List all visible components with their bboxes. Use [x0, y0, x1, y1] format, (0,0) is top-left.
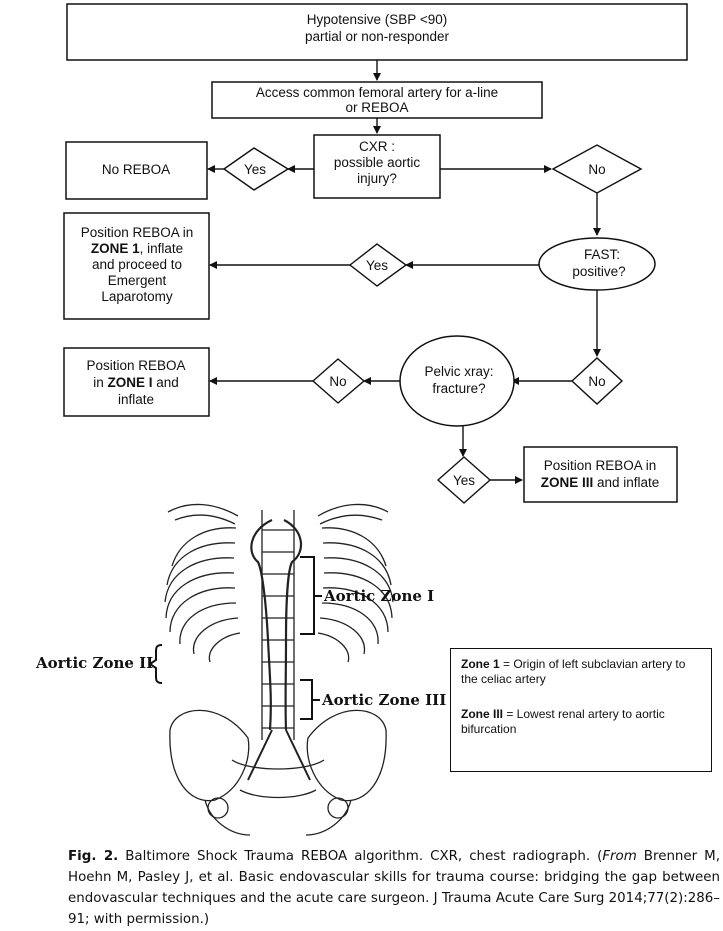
zone1-lap-line4: Emergent: [108, 273, 167, 288]
cxr-yes-diamond: Yes: [222, 147, 290, 191]
zone1-lap-line5: Laparotomy: [101, 289, 173, 304]
flow-connectors: [207, 60, 601, 484]
zone1-node: Position REBOA in ZONE I and inflate: [63, 347, 210, 417]
pelvic-yes-label: Yes: [453, 473, 475, 488]
fast-line2: positive?: [572, 264, 625, 279]
zone1-line2: in ZONE I and: [93, 375, 179, 390]
access-line2: or REBOA: [345, 100, 408, 115]
skeleton-aorta-illustration: [164, 503, 394, 836]
aortic-zone-2-label: Aortic Zone II: [35, 654, 153, 672]
pelvic-no-diamond: No: [311, 358, 366, 404]
pelvic-no-label: No: [329, 374, 346, 389]
fast-decision-node: FAST: positive?: [538, 237, 656, 291]
cxr-decision-node: CXR : possible aortic injury?: [313, 134, 441, 199]
cxr-yes-label: Yes: [244, 162, 266, 177]
legend-zone1: Zone 1 = Origin of left subclavian arter…: [461, 657, 686, 686]
access-femoral-node: Access common femoral artery for a-line …: [211, 81, 543, 119]
fast-no-label: No: [588, 374, 605, 389]
cxr-line2: possible aortic: [334, 155, 421, 170]
pelvic-yes-diamond: Yes: [436, 456, 492, 504]
no-reboa-text: No REBOA: [102, 162, 170, 177]
cxr-no-diamond: No: [551, 144, 643, 194]
figure-label: Fig. 2.: [68, 849, 119, 864]
zone1-laparotomy-node: Position REBOA in ZONE 1, inflate and pr…: [63, 212, 210, 320]
figure-caption: Fig. 2. Baltimore Shock Trauma REBOA alg…: [68, 846, 720, 930]
caption-text-b: Brenner M, Hoehn M, Pasley J, et al. Bas…: [68, 849, 720, 927]
zone1-lap-line2: ZONE 1, inflate: [91, 241, 183, 256]
zone-legend-box: Zone 1 = Origin of left subclavian arter…: [450, 648, 712, 772]
zone3-line1: Position REBOA in: [544, 458, 657, 473]
fast-yes-diamond: Yes: [348, 243, 408, 287]
zone1-line1: Position REBOA: [86, 358, 185, 373]
fast-no-diamond: No: [570, 357, 624, 405]
zone1-lap-line3: and proceed to: [92, 257, 182, 272]
zone-brackets: [148, 556, 322, 720]
start-line2: partial or non-responder: [305, 29, 450, 44]
pelvic-line1: Pelvic xray:: [424, 364, 493, 379]
cxr-no-label: No: [588, 162, 605, 177]
fast-line1: FAST:: [584, 247, 620, 262]
caption-from-word: From: [602, 849, 637, 864]
aortic-zone-3-label: Aortic Zone III: [321, 691, 446, 709]
cxr-line1: CXR :: [359, 139, 395, 154]
aortic-zone-1-label: Aortic Zone I: [323, 587, 434, 605]
access-line1: Access common femoral artery for a-line: [256, 85, 498, 100]
caption-text-a: Baltimore Shock Trauma REBOA algorithm. …: [118, 849, 603, 864]
no-reboa-node: No REBOA: [65, 141, 208, 200]
zone1-line3: inflate: [118, 392, 154, 407]
pelvic-line2: fracture?: [432, 381, 485, 396]
fast-yes-label: Yes: [366, 258, 388, 273]
zone3-line2: ZONE III and inflate: [541, 475, 660, 490]
cxr-line3: injury?: [357, 171, 397, 186]
zone1-lap-line1: Position REBOA in: [81, 225, 194, 240]
pelvic-xray-decision-node: Pelvic xray: fracture?: [399, 335, 515, 427]
zone3-node: Position REBOA in ZONE III and inflate: [523, 446, 678, 503]
start-node: Hypotensive (SBP <90) partial or non-res…: [66, 3, 688, 61]
start-line1: Hypotensive (SBP <90): [307, 12, 447, 27]
legend-zone3: Zone III = Lowest renal artery to aortic…: [461, 707, 665, 736]
